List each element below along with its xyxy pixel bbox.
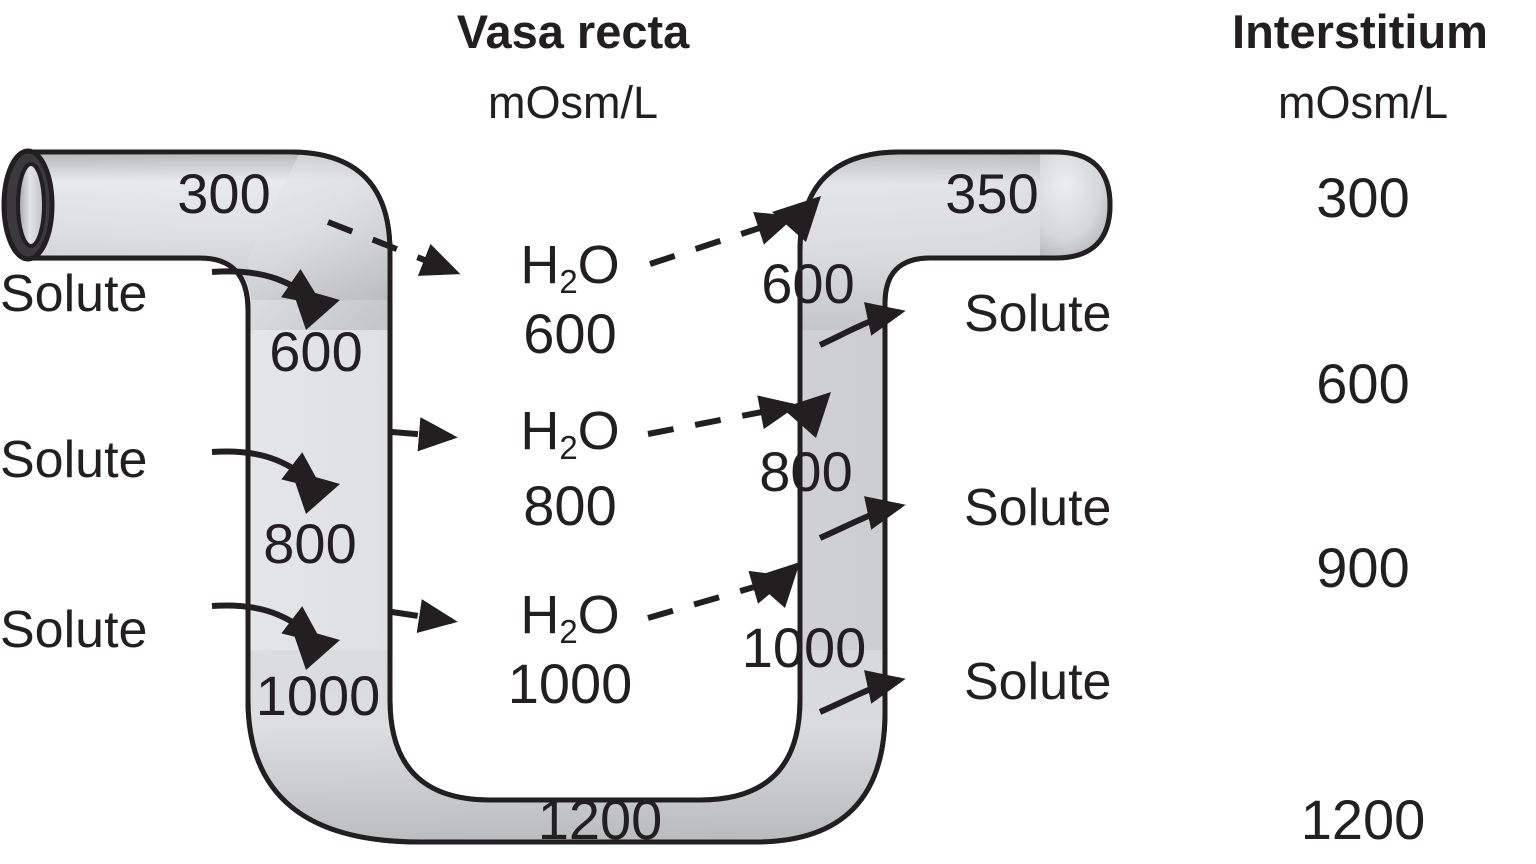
water-value-600: 600 [523,302,617,365]
tube-body [25,149,1113,845]
water-h-2: H [520,401,560,461]
ascending-value-800: 800 [759,440,853,503]
solute-in-label-2: Solute [0,431,148,489]
descending-value-300: 300 [177,162,271,225]
water-label-2: H2O [520,401,620,464]
interstitium-value-900: 900 [1316,536,1410,599]
water-h-1: H [520,235,560,295]
water-flux-800 [391,395,799,452]
solute-out-label-3: Solute [964,653,1112,711]
water-sub-2: 2 [559,429,578,466]
solute-out-arrow-1 [818,302,906,348]
descending-value-600: 600 [269,320,363,383]
interstitium-units: mOsm/L [1277,77,1449,128]
water-value-800: 800 [523,474,617,537]
solute-in-label-1: Solute [0,265,148,323]
water-flux-600 [326,212,796,276]
water-sub-3: 2 [559,613,578,650]
water-o-2: O [577,401,620,461]
water-sub-1: 2 [559,263,578,300]
interstitium-value-1200: 1200 [1300,788,1426,851]
solute-out-label-2: Solute [964,479,1112,537]
descending-value-1000: 1000 [255,664,381,727]
solute-out-arrow-3 [818,670,906,715]
solute-out-label-1: Solute [964,285,1112,343]
vasa-recta-units: mOsm/L [487,77,659,128]
ascending-value-1000: 1000 [741,616,867,679]
water-label-1: H2O [520,235,620,298]
water-h-3: H [520,585,560,645]
descending-value-800: 800 [263,512,357,575]
ascending-value-600: 600 [761,252,855,315]
water-o-3: O [577,585,620,645]
vessel-lumen-opening [1,148,55,262]
solute-in-label-3: Solute [0,601,148,659]
solute-out-arrow-2 [818,496,906,541]
interstitium-value-600: 600 [1316,352,1410,415]
water-o-1: O [577,235,620,295]
flow-direction-markers [291,196,831,670]
water-value-1000: 1000 [507,652,633,715]
interstitium-title: Interstitium [1232,5,1488,58]
ascending-value-350: 350 [945,162,1039,225]
loop-bottom-value-1200: 1200 [537,788,663,851]
vasa-recta-title: Vasa recta [456,5,690,58]
water-label-3: H2O [520,585,620,648]
interstitium-value-300: 300 [1316,166,1410,229]
